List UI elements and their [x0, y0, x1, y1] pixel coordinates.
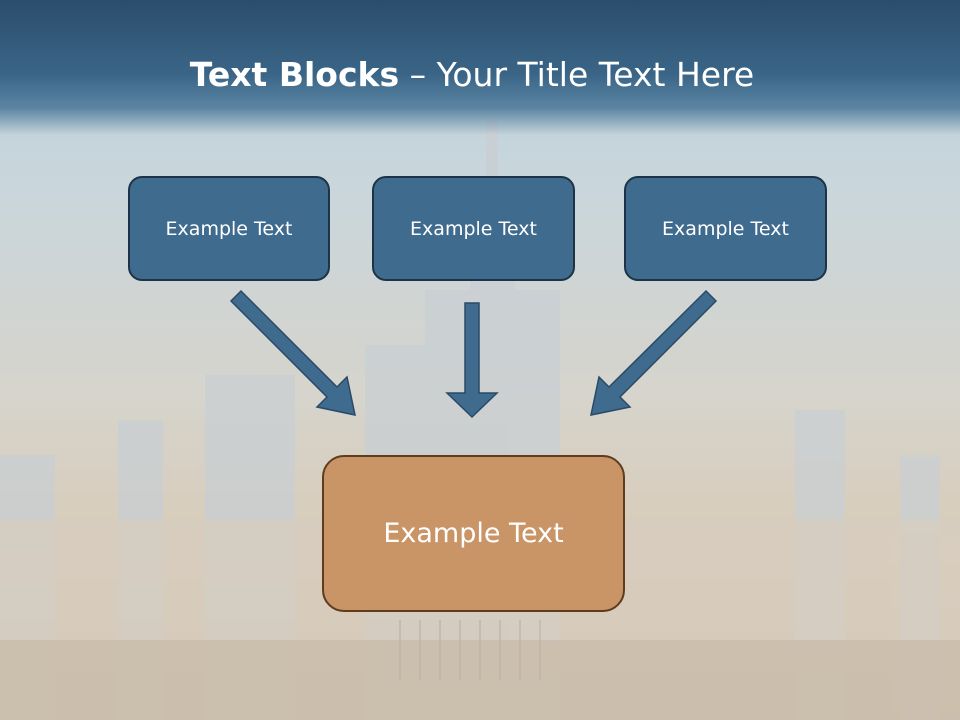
source-box-1: Example Text	[128, 176, 330, 281]
title-bold-part: Text Blocks	[189, 55, 400, 94]
arrow-center	[445, 302, 499, 419]
title-rest-part: – Your Title Text Here	[399, 55, 755, 94]
source-box-3: Example Text	[624, 176, 827, 281]
source-box-2: Example Text	[372, 176, 575, 281]
slide-title: Text Blocks – Your Title Text Here	[0, 54, 944, 96]
arrow-right	[590, 289, 718, 416]
arrow-left	[229, 289, 356, 416]
target-box: Example Text	[322, 455, 625, 612]
header-band	[0, 0, 960, 135]
